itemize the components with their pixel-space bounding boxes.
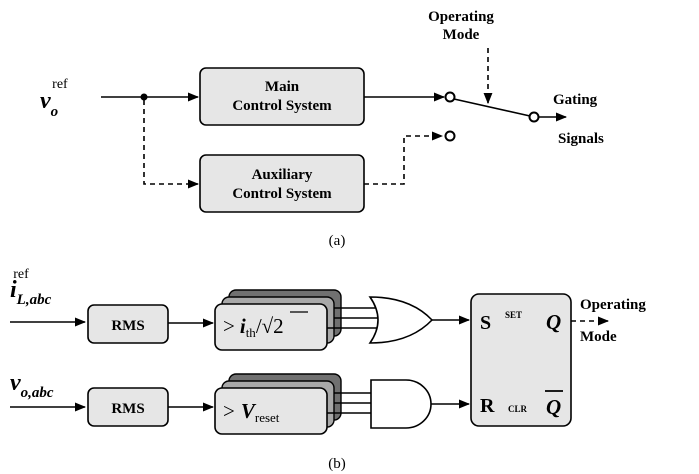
main-control-label-1: Main <box>265 79 300 95</box>
input-vo-abc: vo,abc <box>10 370 54 401</box>
gating-label-1: Gating <box>553 92 598 108</box>
part-a: voref Main Control System Auxiliary Cont… <box>40 9 604 249</box>
switch-contact-main <box>444 91 456 103</box>
aux-control-label-1: Auxiliary <box>252 167 313 183</box>
wire-input-to-aux <box>143 100 200 189</box>
switch-blade <box>453 98 531 117</box>
ff-qbar-label: Q <box>546 395 561 419</box>
input-vo-ref: voref <box>40 77 68 120</box>
aux-control-block <box>199 154 365 213</box>
wire-aux-to-switch <box>364 131 444 185</box>
ff-r-label: R <box>480 395 495 417</box>
comparator-2-label: >Vreset <box>223 399 280 425</box>
rms-label-2: RMS <box>111 401 144 417</box>
mode-label-2: Mode <box>443 27 480 43</box>
main-control-block <box>199 67 365 126</box>
comparator-2-block <box>214 387 328 435</box>
sr-flipflop <box>470 293 572 427</box>
ff-set-label: SET <box>505 310 522 320</box>
ff-clr-label: CLR <box>508 404 528 414</box>
ff-s-label: S <box>480 312 491 334</box>
and-gate <box>370 379 432 429</box>
part-b: iL,abcref vo,abc RMS RMS >ith/√2 >Vreset <box>10 267 646 472</box>
caption-a: (a) <box>329 233 346 249</box>
main-control-label-2: Control System <box>232 98 332 114</box>
caption-b: (b) <box>328 456 346 472</box>
rms-block-1 <box>87 304 169 344</box>
aux-control-label-2: Control System <box>232 186 332 202</box>
mode-label-1: Operating <box>428 9 494 25</box>
comparator-1-block <box>214 303 328 351</box>
branch-node <box>140 93 148 101</box>
gating-label-2: Signals <box>558 131 604 147</box>
or-gate <box>368 296 434 344</box>
ff-q-label: Q <box>546 310 561 334</box>
mode-out-label-1: Operating <box>580 297 646 313</box>
mode-out-label-2: Mode <box>580 329 617 345</box>
switch-contact-output <box>528 111 540 123</box>
switch-contact-aux <box>444 130 456 142</box>
rms-label-1: RMS <box>111 318 144 334</box>
input-iL-ref: iL,abcref <box>10 267 52 308</box>
comparator-1-label: >ith/√2 <box>223 314 284 340</box>
